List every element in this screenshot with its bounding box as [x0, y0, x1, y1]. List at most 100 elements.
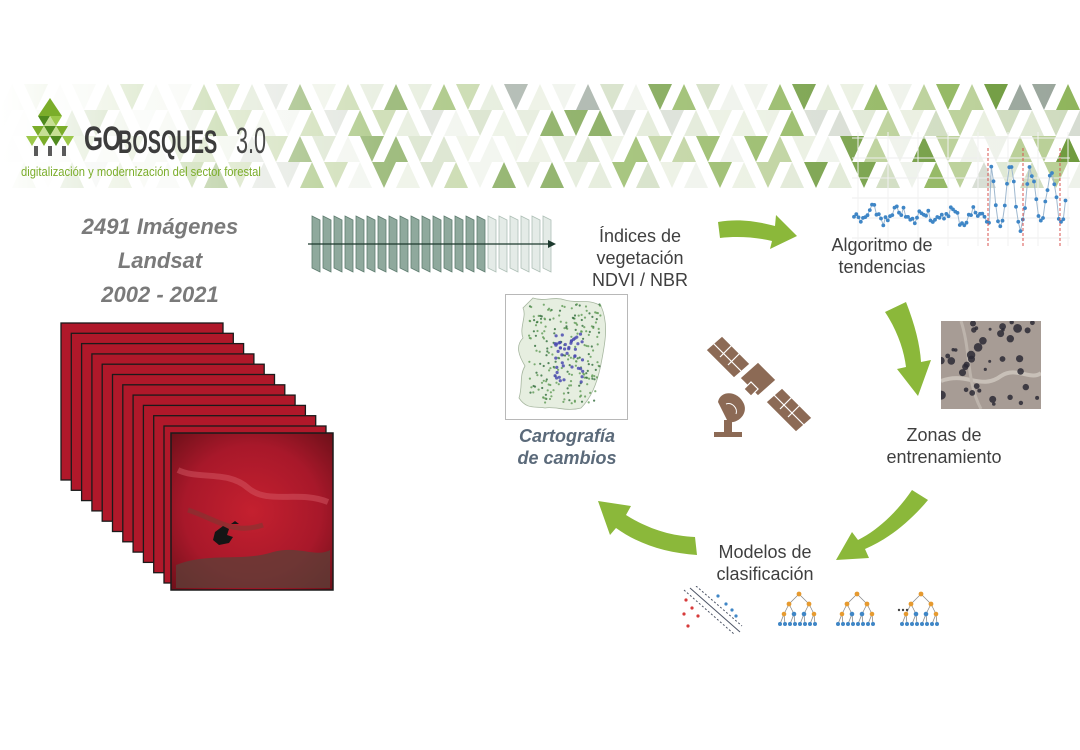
trend-point [962, 223, 967, 228]
trend-point [946, 214, 951, 219]
trend-point [1054, 195, 1059, 200]
svm-point [696, 614, 700, 618]
trend-point [854, 212, 859, 217]
logo-tagline: digitalización y modernización del secto… [21, 164, 261, 179]
trend-point [989, 164, 994, 169]
trend-point [933, 217, 937, 222]
trend-point [991, 179, 996, 184]
cycle-arrow-icon [836, 490, 928, 560]
trend-point [1043, 199, 1048, 204]
trend-point [867, 208, 872, 212]
trend-point [926, 208, 931, 213]
aerial-training-image [941, 321, 1041, 409]
indices-label-line2: vegetación [596, 248, 684, 268]
trend-point [980, 211, 985, 216]
trend-point [1023, 206, 1027, 210]
satellite-icon [705, 335, 813, 437]
trend-point [1029, 174, 1034, 178]
trend-point [1034, 197, 1039, 202]
trend-point [964, 220, 969, 225]
svm-point [730, 608, 734, 612]
trend-point [906, 215, 910, 219]
landsat-front-image [170, 432, 334, 591]
indices-label-line1: Índices de [598, 226, 682, 246]
trend-point [1000, 218, 1005, 223]
logo-go-text: GO [84, 120, 121, 158]
indices-label-line3: NDVI / NBR [591, 270, 688, 290]
zonas-label-line2: entrenamiento [886, 447, 1002, 467]
trend-point [1045, 188, 1050, 192]
trend-point [858, 219, 863, 224]
trend-point [1036, 214, 1041, 218]
trend-point [1011, 179, 1016, 184]
trend-point [856, 215, 861, 220]
trend-point [901, 205, 906, 210]
trend-point [1016, 219, 1021, 224]
cartografia-label-line1: Cartografía [518, 426, 616, 446]
trend-point [883, 215, 888, 220]
trend-point [865, 213, 870, 218]
trend-point [1038, 218, 1043, 223]
trend-point [973, 210, 978, 215]
trend-point [1009, 165, 1014, 169]
trend-point [872, 203, 877, 207]
imagery-sensor-heading: Landsat [117, 248, 203, 273]
trend-point [1025, 182, 1030, 186]
trend-point [942, 216, 946, 221]
algoritmo-label-line1: Algoritmo de [831, 235, 933, 255]
trend-point [1061, 217, 1066, 222]
trend-point [912, 221, 917, 226]
time-series-frames [308, 215, 556, 273]
random-forest-trees-icon [778, 591, 939, 626]
header-geometric-banner [0, 84, 1080, 189]
trend-point [915, 215, 919, 220]
imagery-years-heading: 2002 - 2021 [101, 282, 219, 307]
trend-point [969, 213, 973, 217]
trend-point [890, 213, 895, 217]
svm-point [684, 598, 688, 602]
zonas-label-line1: Zonas de [906, 425, 982, 445]
trend-point [993, 203, 998, 208]
trend-point [894, 204, 899, 209]
svm-point [724, 602, 728, 606]
trend-point [1032, 179, 1036, 184]
trend-point [876, 212, 881, 216]
trend-point [1014, 204, 1018, 209]
logo-bosques-text: BOSQUES [118, 124, 218, 160]
trend-point [1063, 198, 1068, 203]
trend-point [1005, 181, 1009, 186]
cycle-arrow-icon [598, 501, 697, 555]
trend-point [1052, 182, 1057, 187]
change-cartography-map [505, 294, 628, 420]
trend-point [1002, 203, 1007, 208]
trend-point [998, 224, 1003, 229]
trend-point [899, 213, 904, 217]
trend-chart-thumbnail [852, 132, 1070, 246]
svm-point [686, 624, 690, 628]
trend-point [1050, 171, 1054, 175]
landsat-image-stack [60, 322, 334, 591]
trend-point [982, 214, 987, 219]
imagery-count-heading: 2491 Imágenes [81, 214, 239, 239]
trend-point [937, 215, 942, 220]
trend-point [881, 223, 886, 228]
modelos-label-line2: clasificación [716, 564, 814, 584]
svm-point [716, 594, 720, 598]
trend-point [885, 218, 890, 223]
algoritmo-label-line2: tendencias [838, 257, 926, 277]
trend-point [955, 211, 960, 215]
triangle-tree-logo-icon [26, 98, 74, 156]
trend-point [1041, 216, 1045, 220]
svm-point [690, 606, 694, 610]
logo-version-text: 3.0 [236, 120, 267, 161]
svm-point [734, 614, 738, 618]
trend-point [879, 216, 883, 221]
trend-point [1027, 165, 1032, 169]
trend-point [1047, 173, 1052, 178]
svm-classifier-icon [682, 586, 743, 635]
svm-point [682, 612, 686, 616]
trend-point [1018, 229, 1023, 233]
cycle-arrow-icon [885, 302, 931, 396]
trend-point [897, 210, 901, 215]
